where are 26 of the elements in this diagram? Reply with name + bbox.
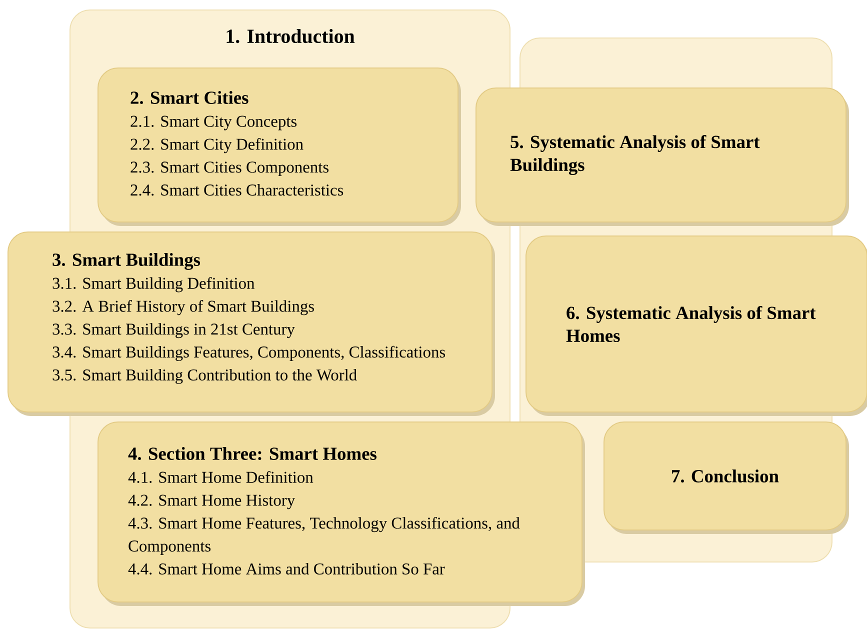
subsection-item: 4.3. Smart Home Features, Technology Classifications, and Components xyxy=(128,516,520,555)
section-box xyxy=(526,236,867,416)
section-box xyxy=(98,422,585,606)
subsection-item: 4.1. Smart Home Definition xyxy=(128,471,314,483)
subsection-item: 3.1. Smart Building Definition xyxy=(52,277,254,292)
section-box xyxy=(98,68,461,226)
section-heading: 4. Section Three: Smart Homes xyxy=(128,446,376,460)
section-title: 7. Conclusion xyxy=(672,469,779,483)
subsection-item: 2.3. Smart Cities Components xyxy=(130,162,328,176)
subsection-item: 3.5. Smart Building Contribution to the World xyxy=(52,368,357,384)
section-box xyxy=(604,422,849,534)
section-heading: 2. Smart Cities xyxy=(130,91,248,104)
subsection-item: 2.4. Smart Cities Characteristics xyxy=(130,184,344,196)
section-heading: 3. Smart Buildings xyxy=(52,253,200,270)
subsection-item: 2.1. Smart City Concepts xyxy=(130,116,297,130)
section-box xyxy=(476,88,849,226)
section-title: 5. Systematic Analysis of Smart Buildings xyxy=(510,135,760,175)
section-box xyxy=(8,232,495,416)
subsection-item: 3.2. A Brief History of Smart Buildings xyxy=(52,300,314,316)
subsection-item: 3.4. Smart Buildings Features, Components, Classifications xyxy=(52,346,446,361)
subsection-item: 3.3. Smart Buildings in 21st Century xyxy=(52,323,295,338)
subsection-item: 2.2. Smart City Definition xyxy=(130,138,304,154)
subsection-item: 4.4. Smart Home Aims and Contribution So Far xyxy=(128,562,445,575)
panel-title: 1. Introduction xyxy=(226,29,355,44)
subsection-item: 4.2. Smart Home History xyxy=(128,494,296,510)
section-title: 6. Systematic Analysis of Smart Homes xyxy=(566,306,816,342)
